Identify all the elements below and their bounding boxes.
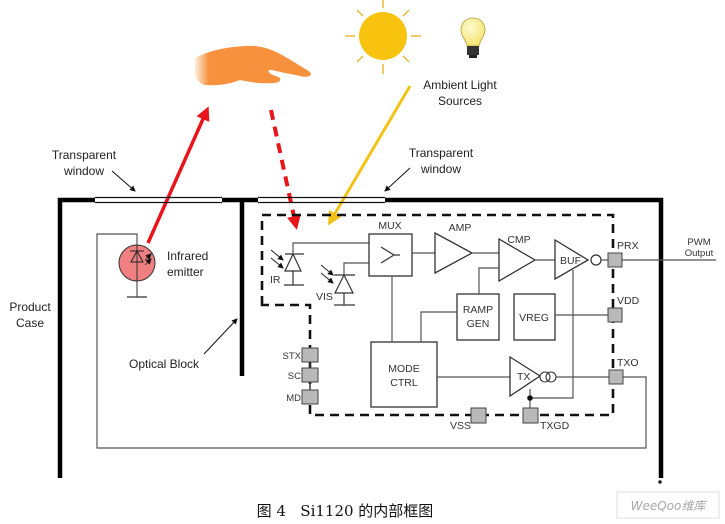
cmp-label: CMP — [507, 234, 530, 246]
pin-md-label: MD — [286, 393, 301, 404]
ramp-gen-label-line1: RAMP — [463, 304, 493, 316]
buf-block — [554, 238, 590, 281]
product-case-label-line2: Case — [16, 316, 44, 330]
mode-ctrl-label-line2: CTRL — [390, 377, 418, 389]
pin-txo — [608, 369, 624, 385]
ambient-light-label-line1: Ambient Light — [423, 78, 497, 92]
mux-label: MUX — [378, 220, 401, 232]
mux-block — [368, 233, 413, 277]
pin-sc — [301, 367, 319, 383]
ir-emitted-ray — [146, 106, 210, 244]
tx-output-ring-icon — [539, 371, 551, 383]
window-left-pointer-arrow — [111, 170, 136, 192]
emitter-drive-wire — [96, 233, 647, 449]
light-bulb-icon — [460, 17, 486, 58]
sun-icon — [345, 0, 421, 74]
window-right-label-line1: Transparent — [409, 146, 474, 160]
ramp-to-cmp-wire — [478, 267, 499, 294]
buf-label: BUF — [560, 255, 581, 267]
product-case-label-line1: Product — [9, 300, 51, 314]
infrared-emitter-label-line2: emitter — [167, 265, 204, 279]
mode-to-ramp-wire — [420, 311, 457, 342]
window-left-label-line2: window — [63, 164, 104, 178]
window-left-label-line1: Transparent — [52, 148, 117, 162]
pwm-output-label-line1: PWM — [687, 237, 710, 248]
pin-stx — [301, 347, 319, 363]
cmp-block — [498, 237, 537, 283]
vis-to-mux-wire — [343, 262, 369, 275]
vis-photodiode — [320, 264, 355, 306]
pin-vdd-label: VDD — [617, 295, 640, 307]
buf-inverter-bubble — [590, 254, 602, 266]
mode-ctrl-block — [370, 341, 438, 408]
ir-to-mux-wire — [292, 242, 369, 254]
mux-symbol-icon — [380, 246, 400, 264]
window-right-label-line2: window — [420, 162, 461, 176]
watermark: WeeQoo维库 — [616, 480, 720, 519]
chip-boundary — [260, 213, 615, 417]
watermark-text: WeeQoo维库 — [631, 499, 708, 513]
pin-txgd — [522, 407, 539, 424]
optical-block-pointer-arrow — [203, 318, 238, 355]
pin-sc-label: SC — [288, 371, 301, 382]
optical-block-label: Optical Block — [129, 357, 200, 371]
window-right-pointer-arrow — [384, 167, 411, 192]
txgd-junction-dot — [527, 395, 533, 401]
product-case — [57, 196, 664, 478]
ambient-light-ray — [327, 85, 412, 226]
vreg-block — [513, 293, 556, 341]
tx-block — [509, 355, 542, 398]
amp-label: AMP — [449, 222, 472, 234]
vreg-label: VREG — [519, 312, 549, 324]
hand-icon — [195, 45, 311, 86]
pin-txo-label: TXO — [617, 357, 639, 369]
ambient-light-label-line2: Sources — [438, 94, 482, 108]
vis-label: VIS — [316, 291, 333, 303]
infrared-emitter — [118, 244, 156, 298]
pin-md — [301, 389, 319, 405]
pin-vdd — [607, 307, 623, 323]
amp-block — [434, 231, 474, 275]
pin-stx-label: STX — [283, 351, 302, 362]
pin-prx-label: PRX — [617, 240, 639, 252]
tx-label: TX — [517, 371, 530, 383]
buf-to-txgd-wire — [530, 270, 574, 399]
figure-caption: 图 4 Si1120 的内部框图 — [257, 502, 434, 520]
ir-label: IR — [270, 274, 281, 286]
pin-vss — [470, 407, 487, 424]
ramp-gen-label-line2: GEN — [467, 318, 490, 330]
pin-txgd-label: TXGD — [540, 420, 570, 432]
pin-vss-label: VSS — [450, 420, 471, 432]
ramp-gen-block — [456, 293, 500, 341]
mode-ctrl-label-line1: MODE — [388, 363, 420, 375]
pin-prx — [607, 252, 623, 268]
pwm-output-label-line2: Output — [685, 248, 714, 259]
ir-reflected-ray — [269, 109, 301, 230]
ir-photodiode — [270, 249, 304, 286]
infrared-emitter-label-line1: Infrared — [167, 249, 208, 263]
